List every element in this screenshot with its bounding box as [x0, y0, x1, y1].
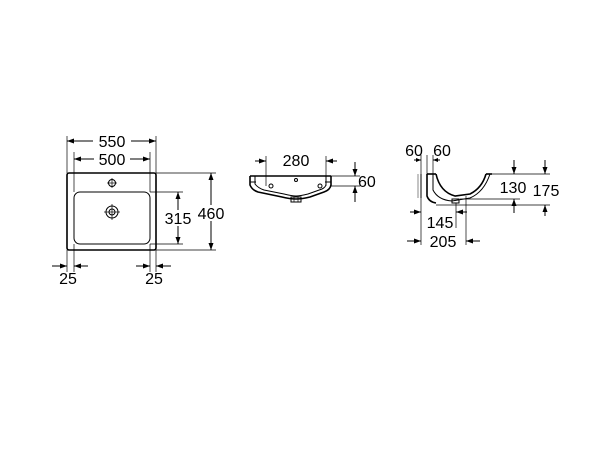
- dim-label-rim-b: 60: [433, 143, 451, 160]
- dim-175: 175: [530, 160, 562, 216]
- section-view: 280 60: [249, 153, 376, 203]
- dim-500: 500: [74, 151, 150, 169]
- dim-60-b: 60: [433, 143, 451, 162]
- dim-280: 280: [255, 153, 337, 170]
- dim-label-rim-height: 60: [358, 174, 376, 191]
- bowl-outline: [73, 191, 151, 245]
- side-view: 60 60 130 175: [405, 143, 562, 251]
- dim-550: 550: [67, 133, 156, 151]
- dim-label-width-overall: 550: [99, 134, 126, 151]
- basin-outline: [66, 172, 157, 251]
- dim-25-left: 25: [52, 263, 88, 288]
- dim-130: 130: [498, 160, 528, 213]
- dim-25-right: 25: [136, 263, 171, 288]
- dim-460: 460: [194, 173, 228, 250]
- tap-marker-icon: [268, 178, 323, 189]
- drain-icon: [104, 204, 120, 220]
- dim-label-bowl-depth: 315: [165, 211, 192, 228]
- dim-145: 145: [410, 209, 467, 232]
- dim-60-rim: 60: [352, 162, 376, 202]
- dim-label-height-overall: 460: [198, 206, 225, 223]
- dim-label-total-height: 175: [533, 183, 560, 200]
- dim-label-tap-spacing: 280: [283, 153, 310, 170]
- dim-label-margin-right: 25: [145, 271, 163, 288]
- dim-label-rim-a: 60: [405, 143, 423, 160]
- side-outlet-icon: [451, 198, 460, 204]
- dim-315: 315: [163, 192, 193, 244]
- front-view: 550 500 315 460: [52, 133, 228, 288]
- dim-label-width-inner: 500: [99, 152, 126, 169]
- dim-205: 205: [407, 233, 480, 251]
- waste-outlet-icon: [290, 196, 302, 203]
- dim-label-bowl-height: 130: [500, 180, 527, 197]
- dim-label-margin-left: 25: [59, 271, 77, 288]
- tap-hole-icon: [107, 178, 117, 188]
- dim-label-total-depth: 205: [430, 234, 457, 251]
- dim-label-bowl-depth-side: 145: [427, 215, 454, 232]
- section-profile: [249, 176, 332, 200]
- dim-60-a: 60: [405, 143, 423, 162]
